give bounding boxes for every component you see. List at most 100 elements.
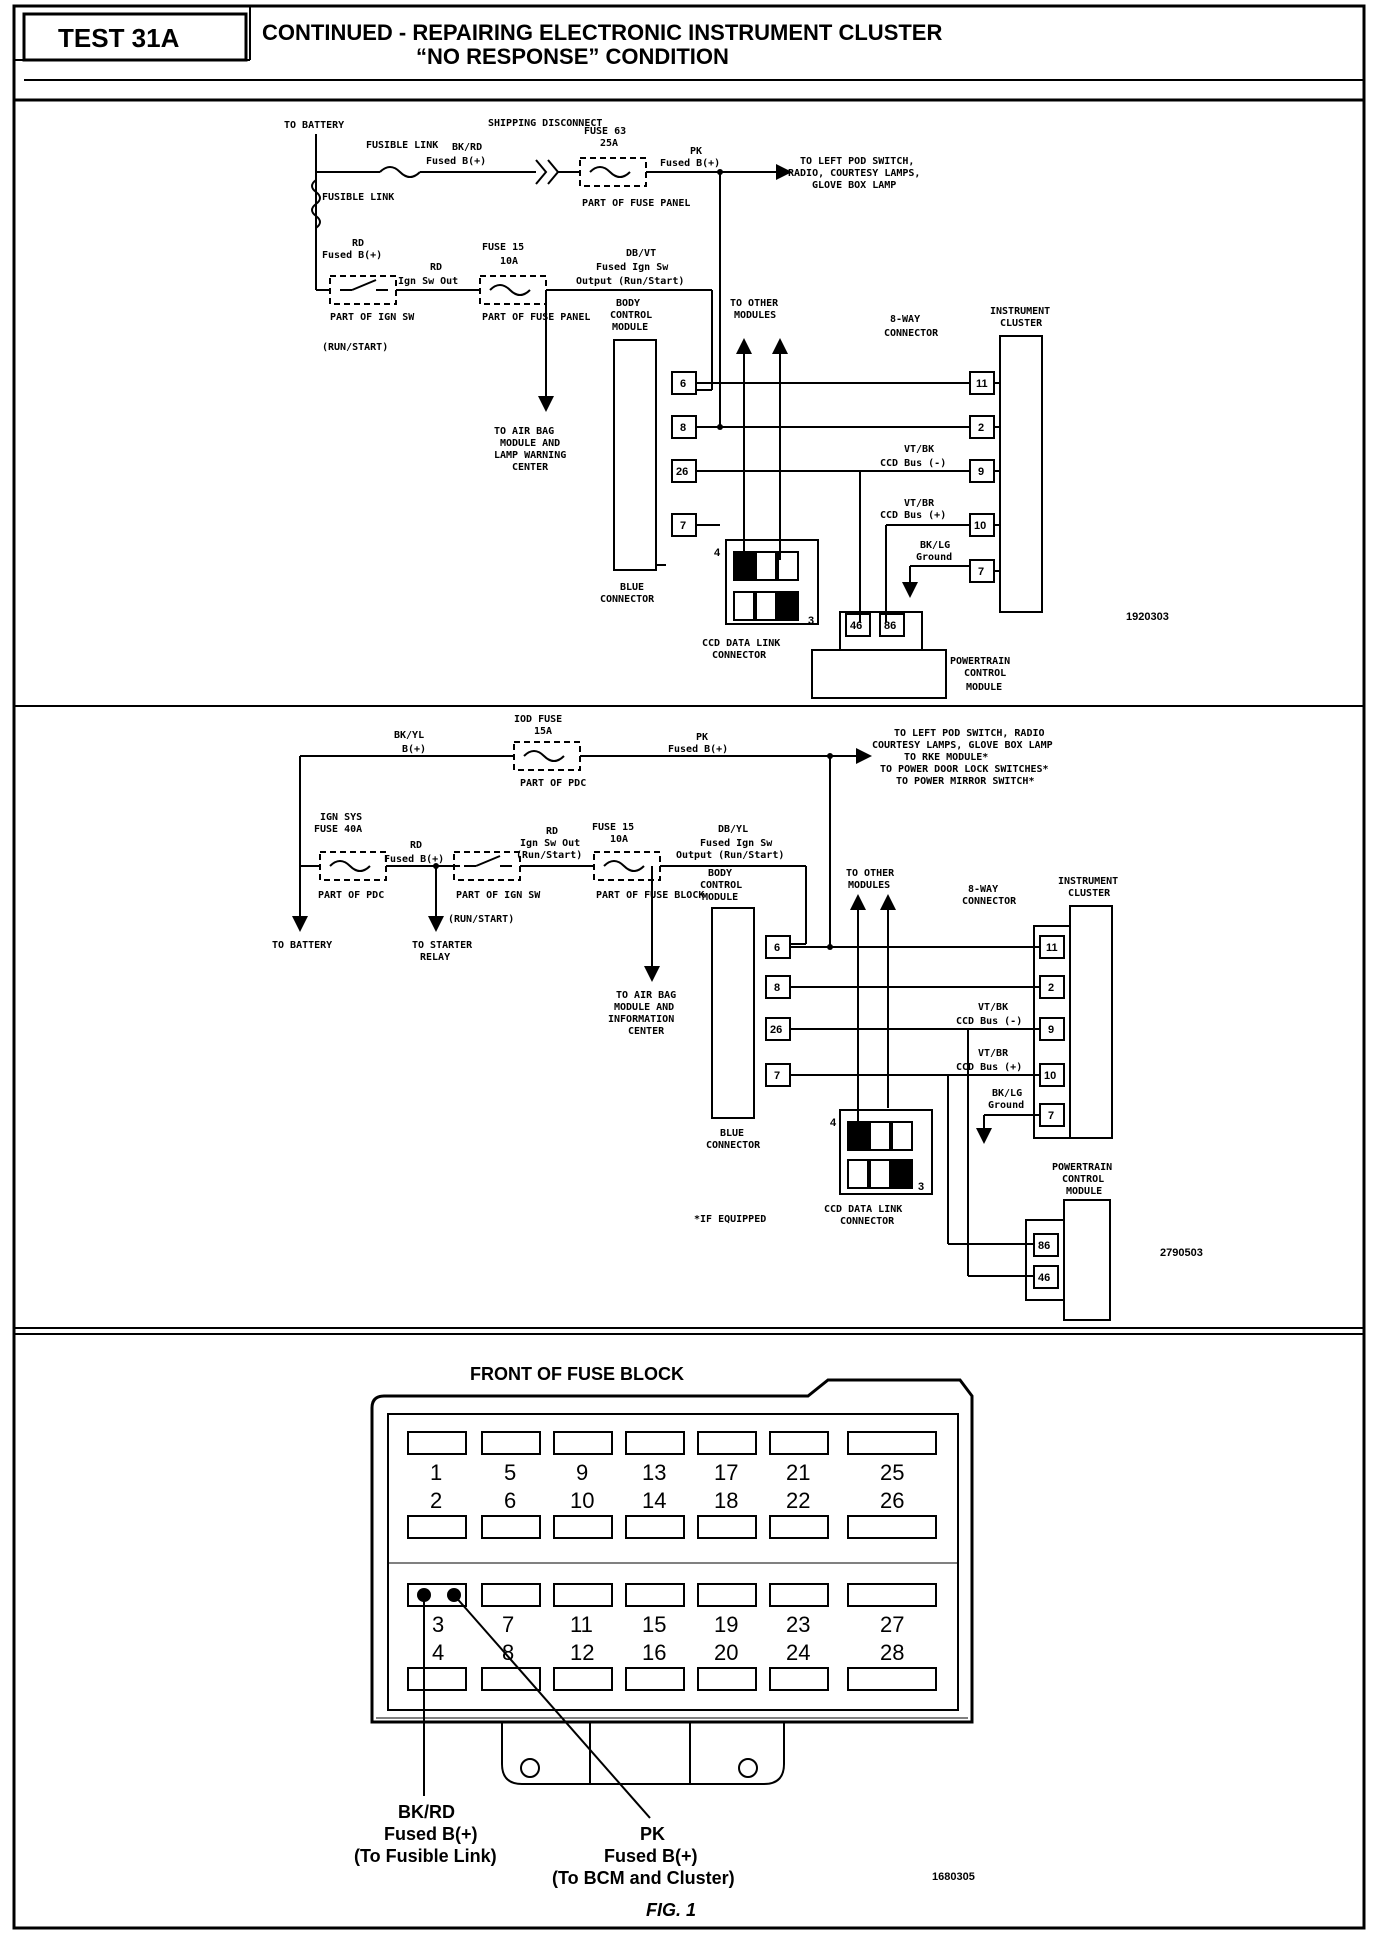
callout-right-line2: Fused B(+)	[604, 1846, 698, 1866]
d1-part-of-fuse-panel: PART OF FUSE PANEL	[582, 198, 690, 209]
d1-bcm-pins: 6 8 26 7	[671, 371, 697, 537]
d2-bcm-1: BODY	[708, 868, 732, 879]
d2-blue-1: BLUE	[720, 1128, 744, 1139]
mount-hole-left	[520, 1758, 540, 1778]
d2-bcm-pin: 8	[774, 982, 780, 994]
fuse-number: 2	[430, 1488, 442, 1513]
d2-8way-2: CONNECTOR	[962, 896, 1017, 907]
d2-ios-fuse: IOD FUSE	[514, 714, 562, 725]
d2-cluster-pin: 9	[1048, 1024, 1054, 1036]
d1-to-air-bag: TO AIR BAG	[494, 426, 554, 437]
d1-to-other-1: TO OTHER	[730, 298, 779, 309]
d2-fuse10: FUSE 15	[592, 822, 634, 833]
d1-to-battery: TO BATTERY	[284, 120, 344, 131]
fuse-number: 26	[880, 1488, 904, 1513]
d1-fuse10-rating: 10A	[500, 256, 518, 267]
d1-to-other-2: MODULES	[734, 310, 776, 321]
d2-bcm-box	[711, 907, 755, 1119]
d2-air-bag-4: CENTER	[628, 1026, 665, 1037]
d2-rd: RD	[410, 840, 422, 851]
d2-to-starter-1: TO STARTER	[412, 940, 473, 951]
fuse-number: 16	[642, 1640, 666, 1665]
d2-dlc-2: CONNECTOR	[840, 1216, 895, 1227]
d2-pk: PK	[696, 732, 708, 743]
d1-fuse25-rating: 25A	[600, 138, 618, 149]
d1-to-left-pod-3: GLOVE BOX LAMP	[812, 180, 896, 191]
fuse-number: 17	[714, 1460, 738, 1485]
fuse-3-cavity	[407, 1583, 467, 1607]
d1-bcm-pin: 6	[680, 378, 686, 390]
d2-to-left-3: TO RKE MODULE*	[904, 752, 988, 763]
d1-to-left-pod-1: TO LEFT POD SWITCH,	[800, 156, 914, 167]
d1-ign-sw-out: Ign Sw Out	[398, 276, 458, 287]
d2-part-of-ign-sw: PART OF IGN SW	[456, 890, 541, 901]
fuse-number: 19	[714, 1612, 738, 1637]
d2-bcm-pin: 6	[774, 942, 780, 954]
d2-pk-fused: Fused B(+)	[668, 744, 728, 755]
d2-to-battery: TO BATTERY	[272, 940, 332, 951]
d2-bklg: BK/LG	[992, 1088, 1022, 1099]
diagram-1: TO BATTERY FUSIBLE LINK BK/RD Fused B(+)…	[284, 118, 1169, 699]
d2-output-run: Output (Run/Start)	[676, 850, 784, 861]
callout-right-line1: PK	[640, 1824, 665, 1844]
callout-right-line3: (To BCM and Cluster)	[552, 1868, 735, 1888]
d1-blue-1: BLUE	[620, 582, 644, 593]
d1-bcm-pin: 8	[680, 422, 686, 434]
d1-pcm-pin: 86	[884, 620, 896, 632]
fuse-numbers-upper-top: 1 5 9 13 17 21 25	[430, 1460, 904, 1485]
d1-8way-2: CONNECTOR	[884, 328, 939, 339]
d1-rd-fused: Fused B(+)	[322, 250, 382, 261]
d2-fused-ign: Fused Ign Sw	[700, 838, 773, 849]
d2-dlc-pin3: 3	[918, 1181, 924, 1193]
d2-bcm-pin: 7	[774, 1070, 780, 1082]
d1-bcm-2: CONTROL	[610, 310, 652, 321]
d1-to-left-pod-2: RADIO, COURTESY LAMPS,	[788, 168, 920, 179]
d1-to-air-bag-4: CENTER	[512, 462, 549, 473]
d1-bklg: BK/LG	[920, 540, 950, 551]
fuse-block-mount-tab	[501, 1722, 785, 1785]
d1-vtbr: VT/BR	[904, 498, 935, 509]
d1-cluster-pin: 9	[978, 466, 984, 478]
diagram-2: BK/YL B(+) IOD FUSE 15A PART OF PDC PK F…	[272, 714, 1203, 1321]
page-border	[12, 4, 1366, 1930]
d1-pcm-box	[811, 649, 947, 699]
d2-pcm-pin: 46	[1038, 1272, 1050, 1284]
d2-bcm-2: CONTROL	[700, 880, 742, 891]
d2-rd-fused: Fused B(+)	[384, 854, 444, 865]
d2-part-of-fuse-block: PART OF FUSE BLOCK	[596, 890, 704, 901]
d1-fuse10-name: FUSE 15	[482, 242, 524, 253]
d1-dlc-pin3: 3	[808, 615, 814, 627]
d1-to-air-bag-3: LAMP WARNING	[494, 450, 566, 461]
d1-part-of-ign-sw: PART OF IGN SW	[330, 312, 415, 323]
d2-ign-sw-out: Ign Sw Out	[520, 838, 580, 849]
d1-dlc-outer	[725, 539, 819, 625]
d1-cluster-pin: 2	[978, 422, 984, 434]
fuse-number: 1	[430, 1460, 442, 1485]
d1-pk: PK	[690, 146, 702, 157]
d2-run-start-small: (Run/Start)	[516, 850, 582, 861]
d2-ccd-plus: CCD Bus (+)	[956, 1062, 1022, 1073]
d2-run-start: (RUN/START)	[448, 914, 514, 925]
d1-bcm-box	[613, 339, 657, 571]
callout-left-line2: Fused B(+)	[384, 1824, 478, 1844]
d2-part-of-pdc2: PART OF PDC	[318, 890, 384, 901]
d2-cluster-pin: 7	[1048, 1110, 1054, 1122]
fuse-number: 5	[504, 1460, 516, 1485]
d1-bkrd: BK/RD	[452, 142, 482, 153]
fuse-number: 14	[642, 1488, 666, 1513]
fuse-block-outline	[370, 1378, 974, 1724]
fuse-number: 23	[786, 1612, 810, 1637]
d2-cluster-1: INSTRUMENT	[1058, 876, 1118, 887]
d1-fused-ign: Fused Ign Sw	[596, 262, 669, 273]
d1-vtbk: VT/BK	[904, 444, 934, 455]
d1-fusible-link-left: FUSIBLE LINK	[322, 192, 394, 203]
fuse-number: 24	[786, 1640, 810, 1665]
d1-dlc-2: CONNECTOR	[712, 650, 767, 661]
fuse-number: 11	[570, 1612, 593, 1637]
d2-bcm-pins: 6 8 26 7	[765, 935, 791, 1087]
fuse-number: 25	[880, 1460, 904, 1485]
d2-to-left-1: TO LEFT POD SWITCH, RADIO	[894, 728, 1045, 739]
fuse-block-section: FRONT OF FUSE BLOCK 1 5 9 13 17 21 25	[354, 1364, 975, 1888]
d2-figure-id: 2790503	[1160, 1247, 1203, 1259]
